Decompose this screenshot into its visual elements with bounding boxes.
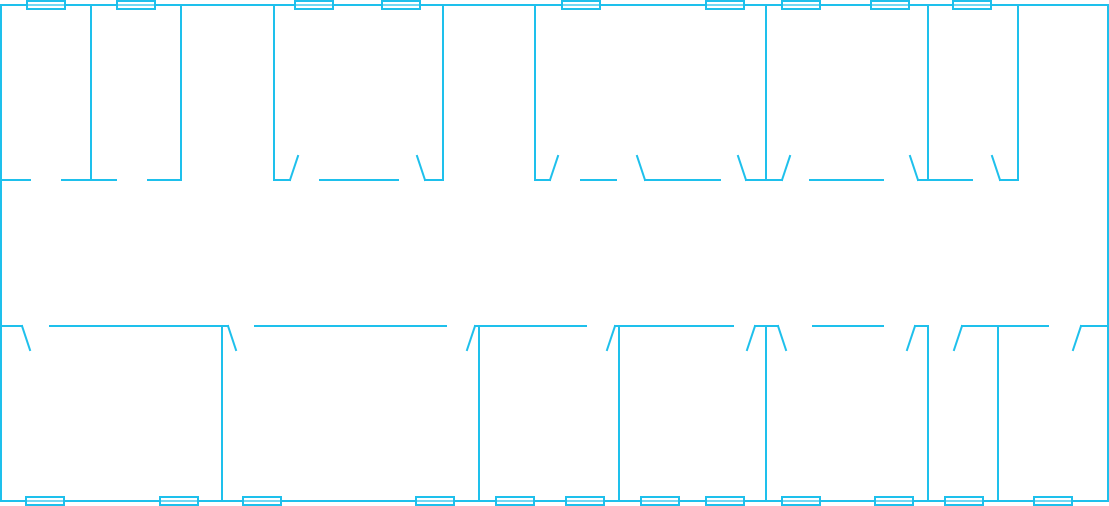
window bbox=[944, 496, 984, 506]
door-swing bbox=[1071, 324, 1083, 352]
window bbox=[116, 0, 156, 10]
door-swing bbox=[548, 154, 560, 182]
door-swing bbox=[990, 154, 1002, 182]
door-swing bbox=[226, 324, 238, 352]
window bbox=[294, 0, 334, 10]
window bbox=[381, 0, 421, 10]
walls bbox=[0, 4, 1109, 502]
window bbox=[874, 496, 914, 506]
doors bbox=[20, 154, 1083, 352]
door-swing bbox=[905, 324, 917, 352]
window bbox=[495, 496, 535, 506]
door-swing bbox=[745, 324, 757, 352]
window bbox=[561, 0, 601, 10]
door-swing bbox=[465, 324, 477, 352]
window bbox=[640, 496, 680, 506]
window bbox=[415, 496, 455, 506]
window bbox=[26, 0, 66, 10]
window bbox=[1033, 496, 1073, 506]
windows bbox=[25, 0, 1073, 506]
door-swing bbox=[780, 154, 792, 182]
window bbox=[781, 496, 821, 506]
window bbox=[159, 496, 199, 506]
door-swing bbox=[288, 154, 300, 182]
window bbox=[705, 496, 745, 506]
door-swing bbox=[635, 154, 647, 182]
window bbox=[565, 496, 605, 506]
window bbox=[952, 0, 992, 10]
door-swing bbox=[20, 324, 32, 352]
window bbox=[705, 0, 745, 10]
door-swing bbox=[415, 154, 427, 182]
window bbox=[242, 496, 282, 506]
window bbox=[25, 496, 65, 506]
door-swing bbox=[952, 324, 964, 352]
door-swing bbox=[736, 154, 748, 182]
door-swing bbox=[776, 324, 788, 352]
door-swing bbox=[605, 324, 617, 352]
window bbox=[870, 0, 910, 10]
door-swing bbox=[908, 154, 920, 182]
window bbox=[781, 0, 821, 10]
